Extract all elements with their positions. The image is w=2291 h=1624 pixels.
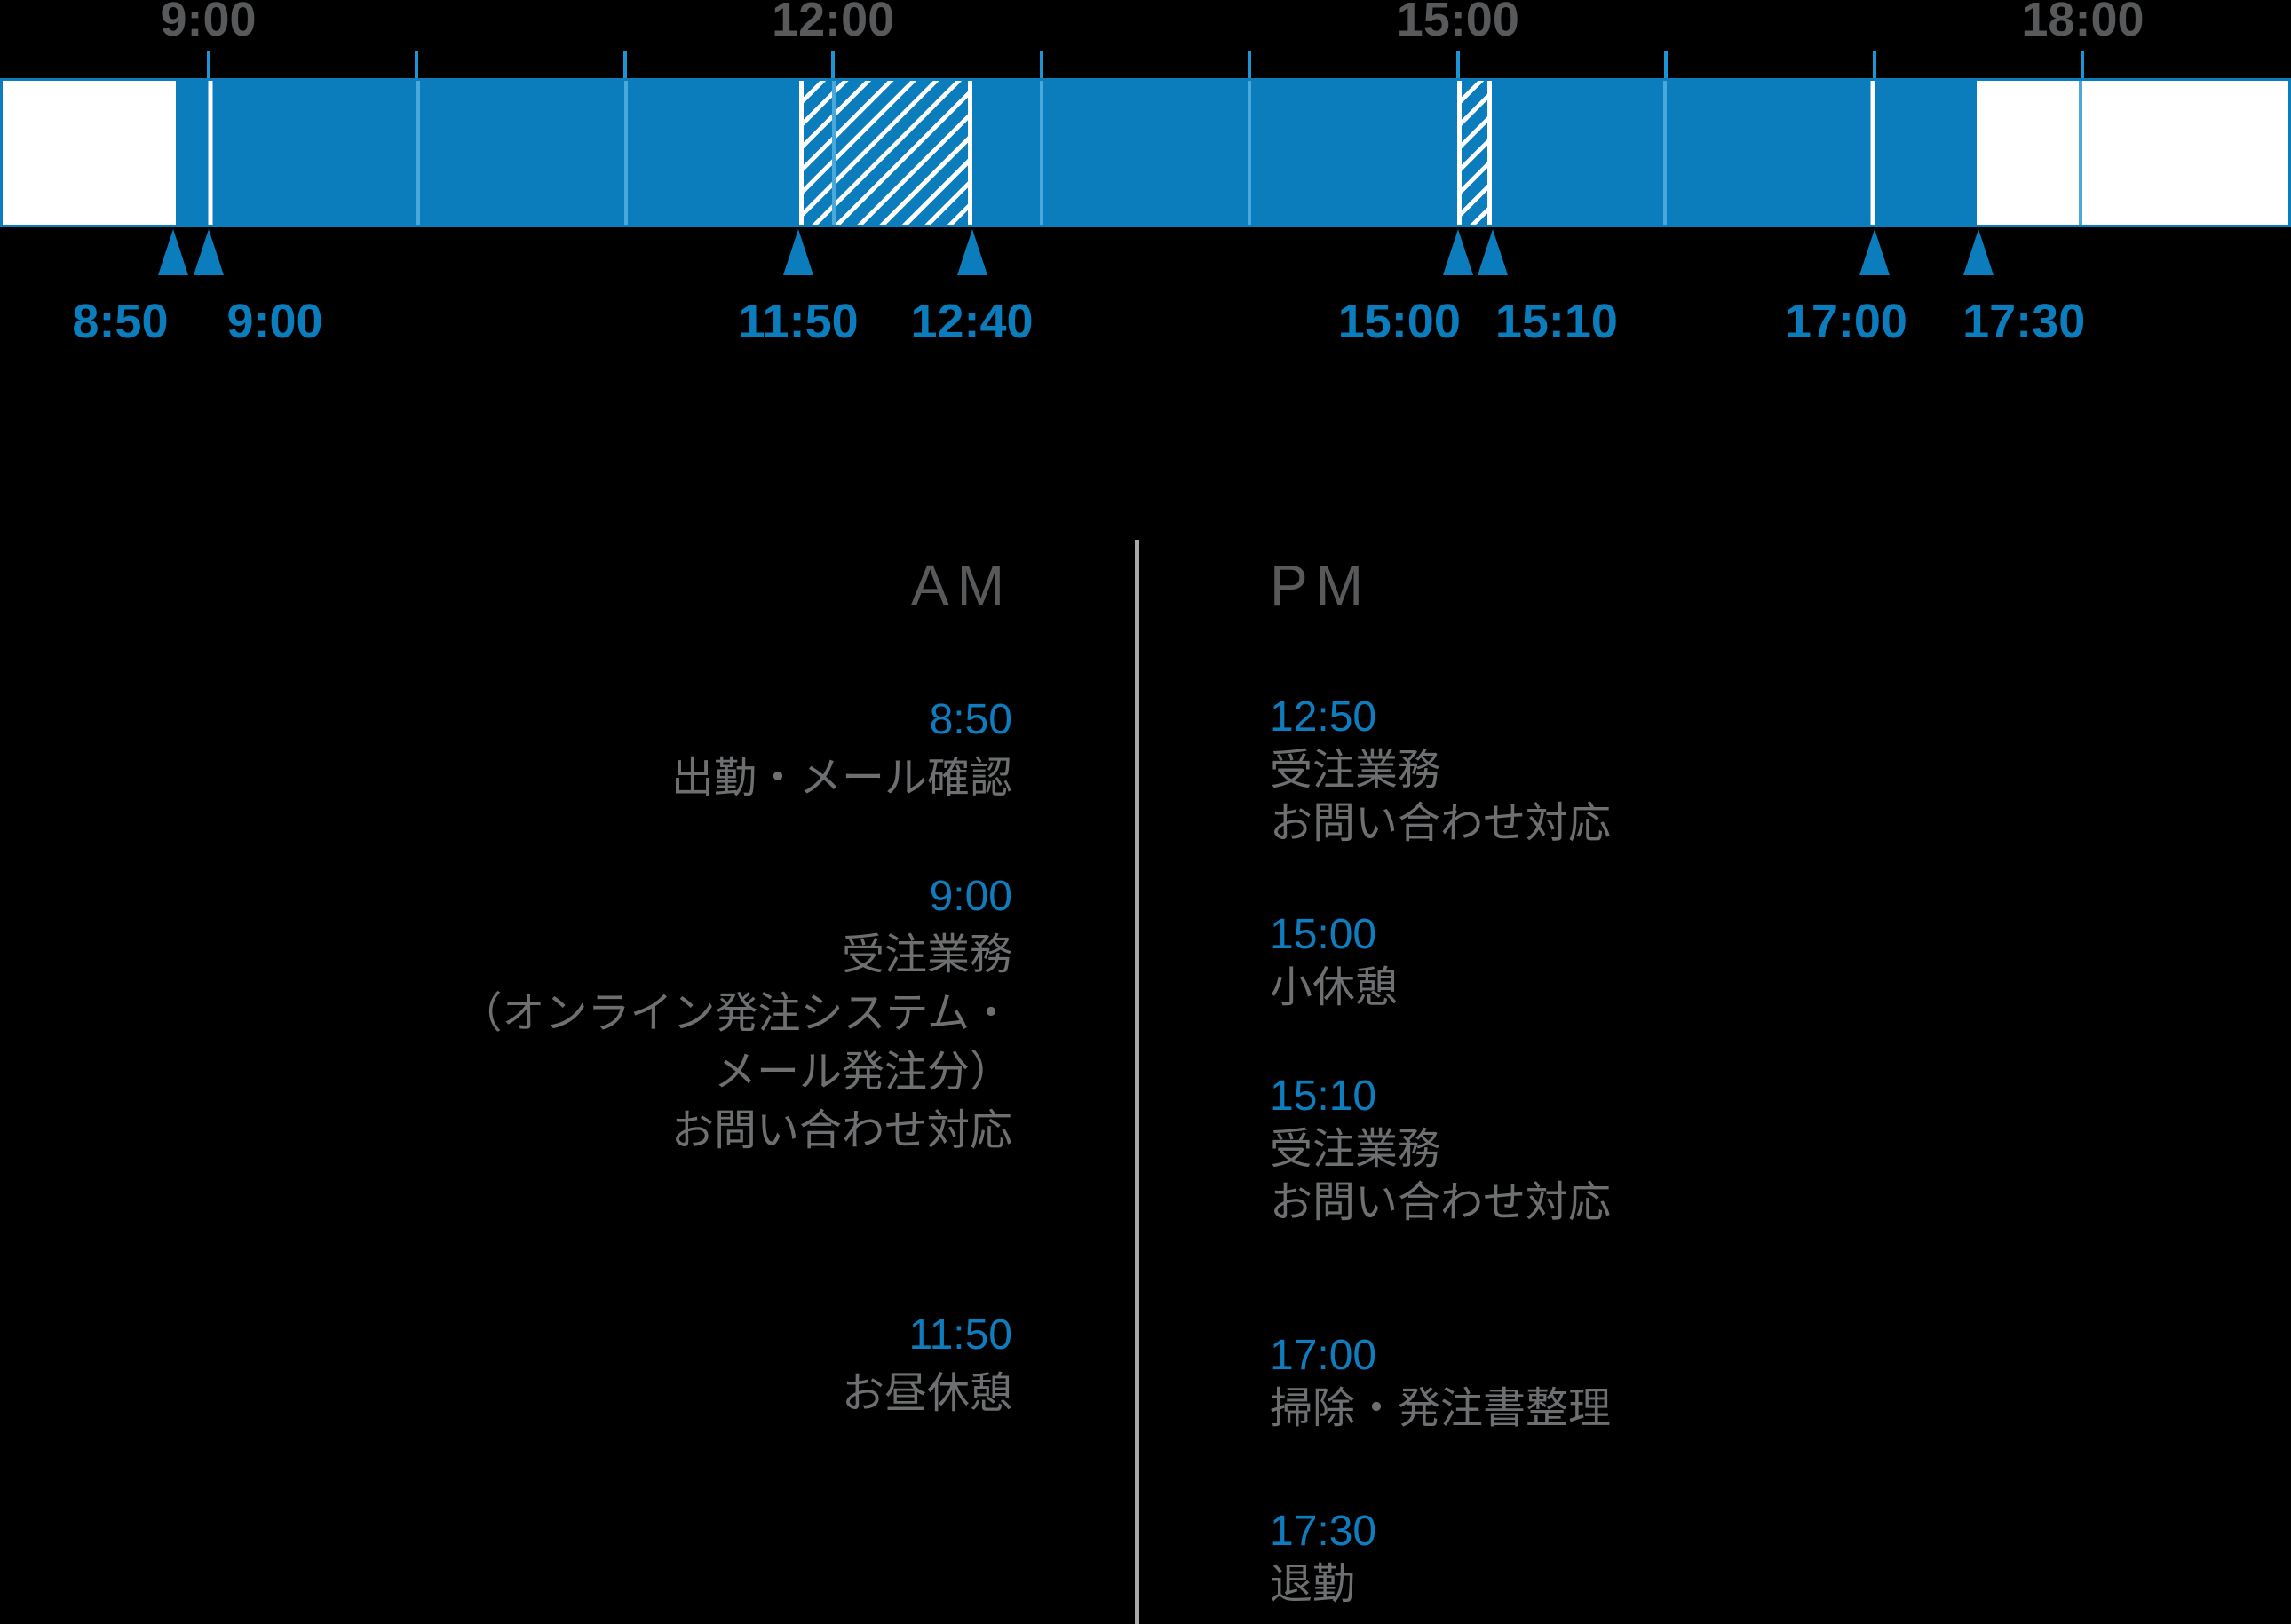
- hour-tick-mark: [1455, 51, 1460, 79]
- axis-hour-label: 15:00: [1396, 0, 1519, 46]
- marker-time-label: 17:00: [1784, 295, 1907, 348]
- marker-time-label: 15:00: [1337, 295, 1461, 348]
- break-period-hatch: [1457, 81, 1492, 225]
- break-period-hatch: [799, 81, 972, 225]
- separator-line: [1870, 81, 1875, 225]
- marker-time-label: 17:30: [1962, 295, 2086, 348]
- entry-text-line: お昼休憩: [841, 1370, 1012, 1417]
- hour-tick-mark: [206, 51, 210, 79]
- entry-time: 17:30: [1270, 1508, 1377, 1555]
- hour-tick-mark: [1872, 51, 1876, 79]
- separator-line: [208, 81, 213, 225]
- marker-time-label: 11:50: [738, 295, 859, 348]
- schedule-entry: 15:10 受注業務お問い合わせ対応: [1270, 1070, 1611, 1230]
- schedule-entry: 12:50 受注業務お問い合わせ対応: [1270, 691, 1611, 851]
- schedule-entry: 11:50 お昼休憩: [459, 1306, 1012, 1423]
- hour-gridline: [416, 81, 420, 225]
- am-title: AM: [911, 553, 1012, 617]
- axis-hour-label: 12:00: [772, 0, 895, 46]
- hour-tick-mark: [1248, 51, 1252, 79]
- column-divider: [1135, 540, 1139, 1624]
- hour-tick-mark: [622, 51, 627, 79]
- hour-gridline: [1040, 81, 1043, 225]
- marker-triangle-icon: [956, 229, 987, 275]
- timeline-bar: [0, 78, 2291, 227]
- off-duty-segment: [1977, 81, 2288, 225]
- hour-gridline: [624, 81, 628, 225]
- schedule-entry: 17:30 退勤: [1270, 1505, 1611, 1612]
- off-duty-segment: [3, 81, 176, 225]
- hour-gridline: [2079, 81, 2082, 225]
- marker-time-label: 12:40: [910, 295, 1034, 348]
- entry-time: 15:00: [1270, 911, 1377, 958]
- schedule-entry: 15:00 小休憩: [1270, 908, 1611, 1015]
- am-column: AM 8:50 出勤・メール確認 9:00 受注業務 （オンライン発注システム・メール発…: [459, 543, 1012, 1423]
- pm-title: PM: [1270, 553, 1371, 617]
- entry-text-line: メール発注分）: [713, 1049, 1012, 1096]
- hour-tick-mark: [1039, 51, 1043, 79]
- entry-text-line: 退勤: [1270, 1561, 1356, 1608]
- hour-tick-mark: [831, 51, 836, 79]
- entry-text-line: 受注業務: [841, 931, 1012, 978]
- entry-text-line: （オンライン発注システム・: [459, 990, 1012, 1037]
- hour-tick-mark: [2081, 51, 2085, 79]
- marker-triangle-icon: [1963, 229, 1994, 275]
- marker-triangle-icon: [158, 229, 189, 275]
- entry-time: 17:00: [1270, 1332, 1377, 1379]
- entry-text-line: 掃除・発注書整理: [1270, 1385, 1612, 1432]
- entry-text-line: 出勤・メール確認: [670, 755, 1012, 802]
- entry-time: 11:50: [908, 1311, 1012, 1359]
- entry-text-line: 受注業務: [1270, 1126, 1441, 1173]
- entry-text-line: 受注業務: [1270, 747, 1441, 794]
- hour-gridline: [1663, 81, 1667, 225]
- entry-time: 9:00: [929, 873, 1012, 920]
- entry-text-line: 小休憩: [1270, 964, 1399, 1011]
- schedule-entry: 8:50 出勤・メール確認: [459, 691, 1012, 808]
- hour-tick-mark: [415, 51, 419, 79]
- marker-time-label: 9:00: [226, 295, 323, 348]
- marker-triangle-icon: [193, 229, 224, 275]
- entry-time: 15:10: [1270, 1073, 1377, 1120]
- entry-text-line: お問い合わせ対応: [1270, 800, 1612, 847]
- hour-tick-mark: [1664, 51, 1669, 79]
- schedule-entry: 17:00 掃除・発注書整理: [1270, 1329, 1611, 1436]
- marker-triangle-icon: [1859, 229, 1890, 275]
- axis-hour-label: 9:00: [160, 0, 257, 46]
- marker-time-label: 15:10: [1494, 295, 1618, 348]
- marker-triangle-icon: [1477, 229, 1508, 275]
- entry-text-line: お問い合わせ対応: [670, 1107, 1012, 1154]
- marker-triangle-icon: [783, 229, 814, 275]
- marker-triangle-icon: [1442, 229, 1473, 275]
- hour-gridline: [832, 81, 836, 225]
- hour-gridline: [1248, 81, 1251, 225]
- entry-time: 12:50: [1270, 693, 1377, 741]
- axis-hour-label: 18:00: [2021, 0, 2144, 46]
- entry-text-line: お問い合わせ対応: [1270, 1179, 1612, 1226]
- entry-time: 8:50: [929, 696, 1012, 743]
- marker-time-label: 8:50: [72, 295, 169, 348]
- schedule-entry: 9:00 受注業務 （オンライン発注システム・メール発注分） お問い合わせ対応: [459, 867, 1012, 1161]
